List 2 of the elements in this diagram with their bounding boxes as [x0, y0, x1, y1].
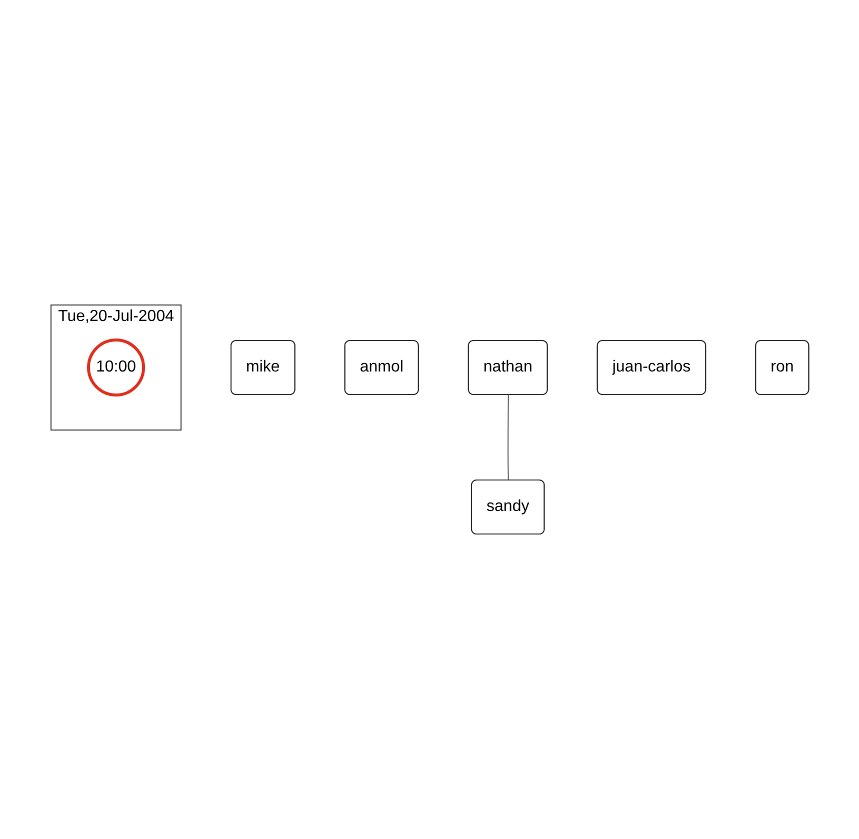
connector — [507, 394, 508, 482]
node-circle: 10:00 — [86, 338, 145, 397]
